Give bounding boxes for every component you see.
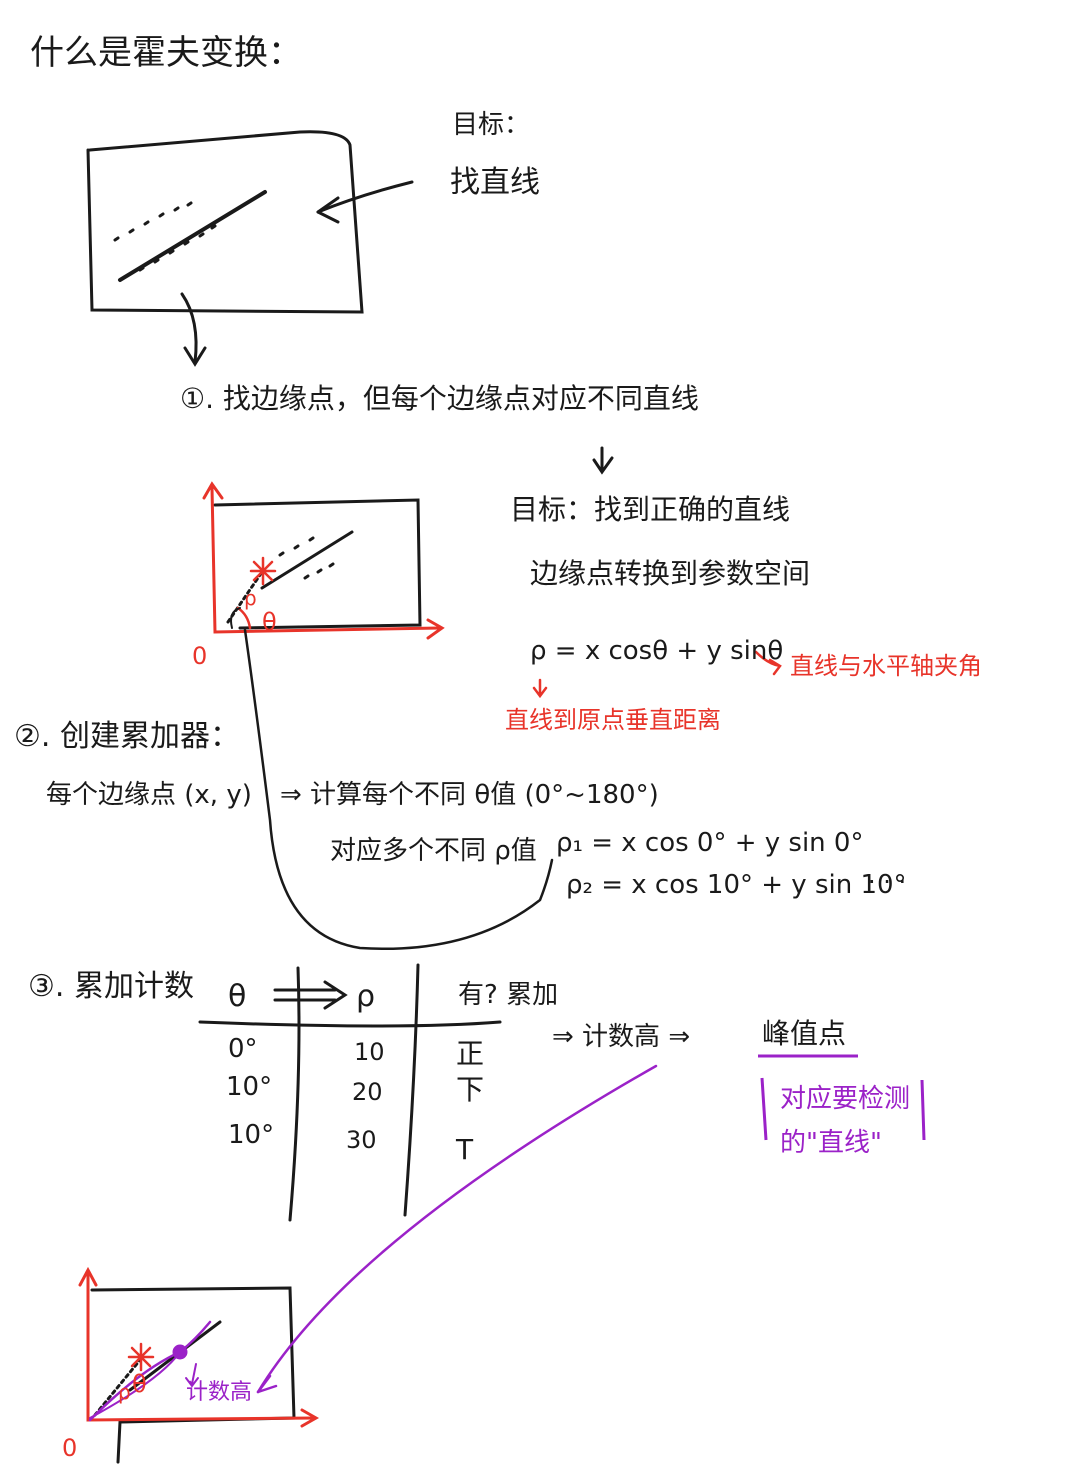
step2-line1-left: 每个边缘点 (x, y) xyxy=(46,780,252,810)
table-row-3-count: T xyxy=(456,1133,474,1166)
table-row-2-count: 下 xyxy=(456,1073,485,1106)
formula-ellipsis: · · · xyxy=(868,868,907,896)
diagram3-rho: ρ xyxy=(118,1380,131,1404)
table-header-count: 有? 累加 xyxy=(458,980,559,1010)
step3-heading: ③. 累加计数 xyxy=(28,969,194,1004)
table-header-theta: θ xyxy=(228,979,247,1014)
diagram3-theta: θ xyxy=(132,1370,147,1398)
count-high-text: ⇒ 计数高 ⇒ xyxy=(552,1022,691,1052)
table-row-1-rho: 10 xyxy=(354,1038,385,1066)
rho1-formula: ρ₁ = x cos 0° + y sin 0° xyxy=(556,828,864,858)
diagram2-theta: θ xyxy=(262,608,277,636)
goal2-line1: 目标：找到正确的直线 xyxy=(510,493,791,526)
diagram-1-image-frame xyxy=(86,130,414,367)
peak-note-line2: 的"直线" xyxy=(780,1128,882,1158)
step2-line2-left: 对应多个不同 ρ值 xyxy=(330,836,537,866)
accumulator-table-lines xyxy=(198,963,502,1222)
diagram-2-parameter-sketch xyxy=(202,481,554,950)
goal-text: 找直线 xyxy=(450,165,540,200)
rho-note: 直线到原点垂直距离 xyxy=(505,706,721,734)
diagram3-count-label: 计数高 xyxy=(186,1380,253,1405)
table-row-3-rho: 30 xyxy=(346,1126,377,1154)
table-header-rho: ρ xyxy=(356,979,376,1014)
table-row-2-rho: 20 xyxy=(352,1078,383,1106)
step2-heading: ②. 创建累加器： xyxy=(14,719,240,754)
step1-text: ①. 找边缘点，但每个边缘点对应不同直线 xyxy=(180,382,699,415)
peak-note-bracket xyxy=(760,1077,926,1141)
down-arrow-icon xyxy=(592,446,614,475)
hough-formula: ρ = x cosθ + y sinθ xyxy=(530,636,784,666)
step2-line1-right: ⇒ 计算每个不同 θ值 (0°~180°) xyxy=(280,780,659,810)
table-row-3-theta: 10° xyxy=(228,1120,275,1150)
goal2-line2: 边缘点转换到参数空间 xyxy=(530,557,811,590)
diagram2-rho: ρ xyxy=(244,586,257,610)
rho2-formula: ρ₂ = x cos 10° + y sin 10° xyxy=(566,870,907,900)
goal-label: 目标： xyxy=(452,110,531,140)
red-annotation-arrows xyxy=(532,650,782,699)
page-title: 什么是霍夫变换： xyxy=(30,33,302,73)
peak-point-label: 峰值点 xyxy=(762,1017,847,1050)
theta-note: 直线与水平轴夹角 xyxy=(790,652,982,680)
diagram-3-peak-sketch xyxy=(78,1064,658,1464)
diagram2-origin: 0 xyxy=(192,642,208,670)
table-row-2-theta: 10° xyxy=(226,1072,273,1102)
diagram3-origin: 0 xyxy=(62,1434,78,1462)
peak-note-line1: 对应要检测 xyxy=(780,1084,911,1114)
table-row-1-theta: 0° xyxy=(228,1034,258,1064)
table-row-1-count: 正 xyxy=(456,1037,485,1070)
